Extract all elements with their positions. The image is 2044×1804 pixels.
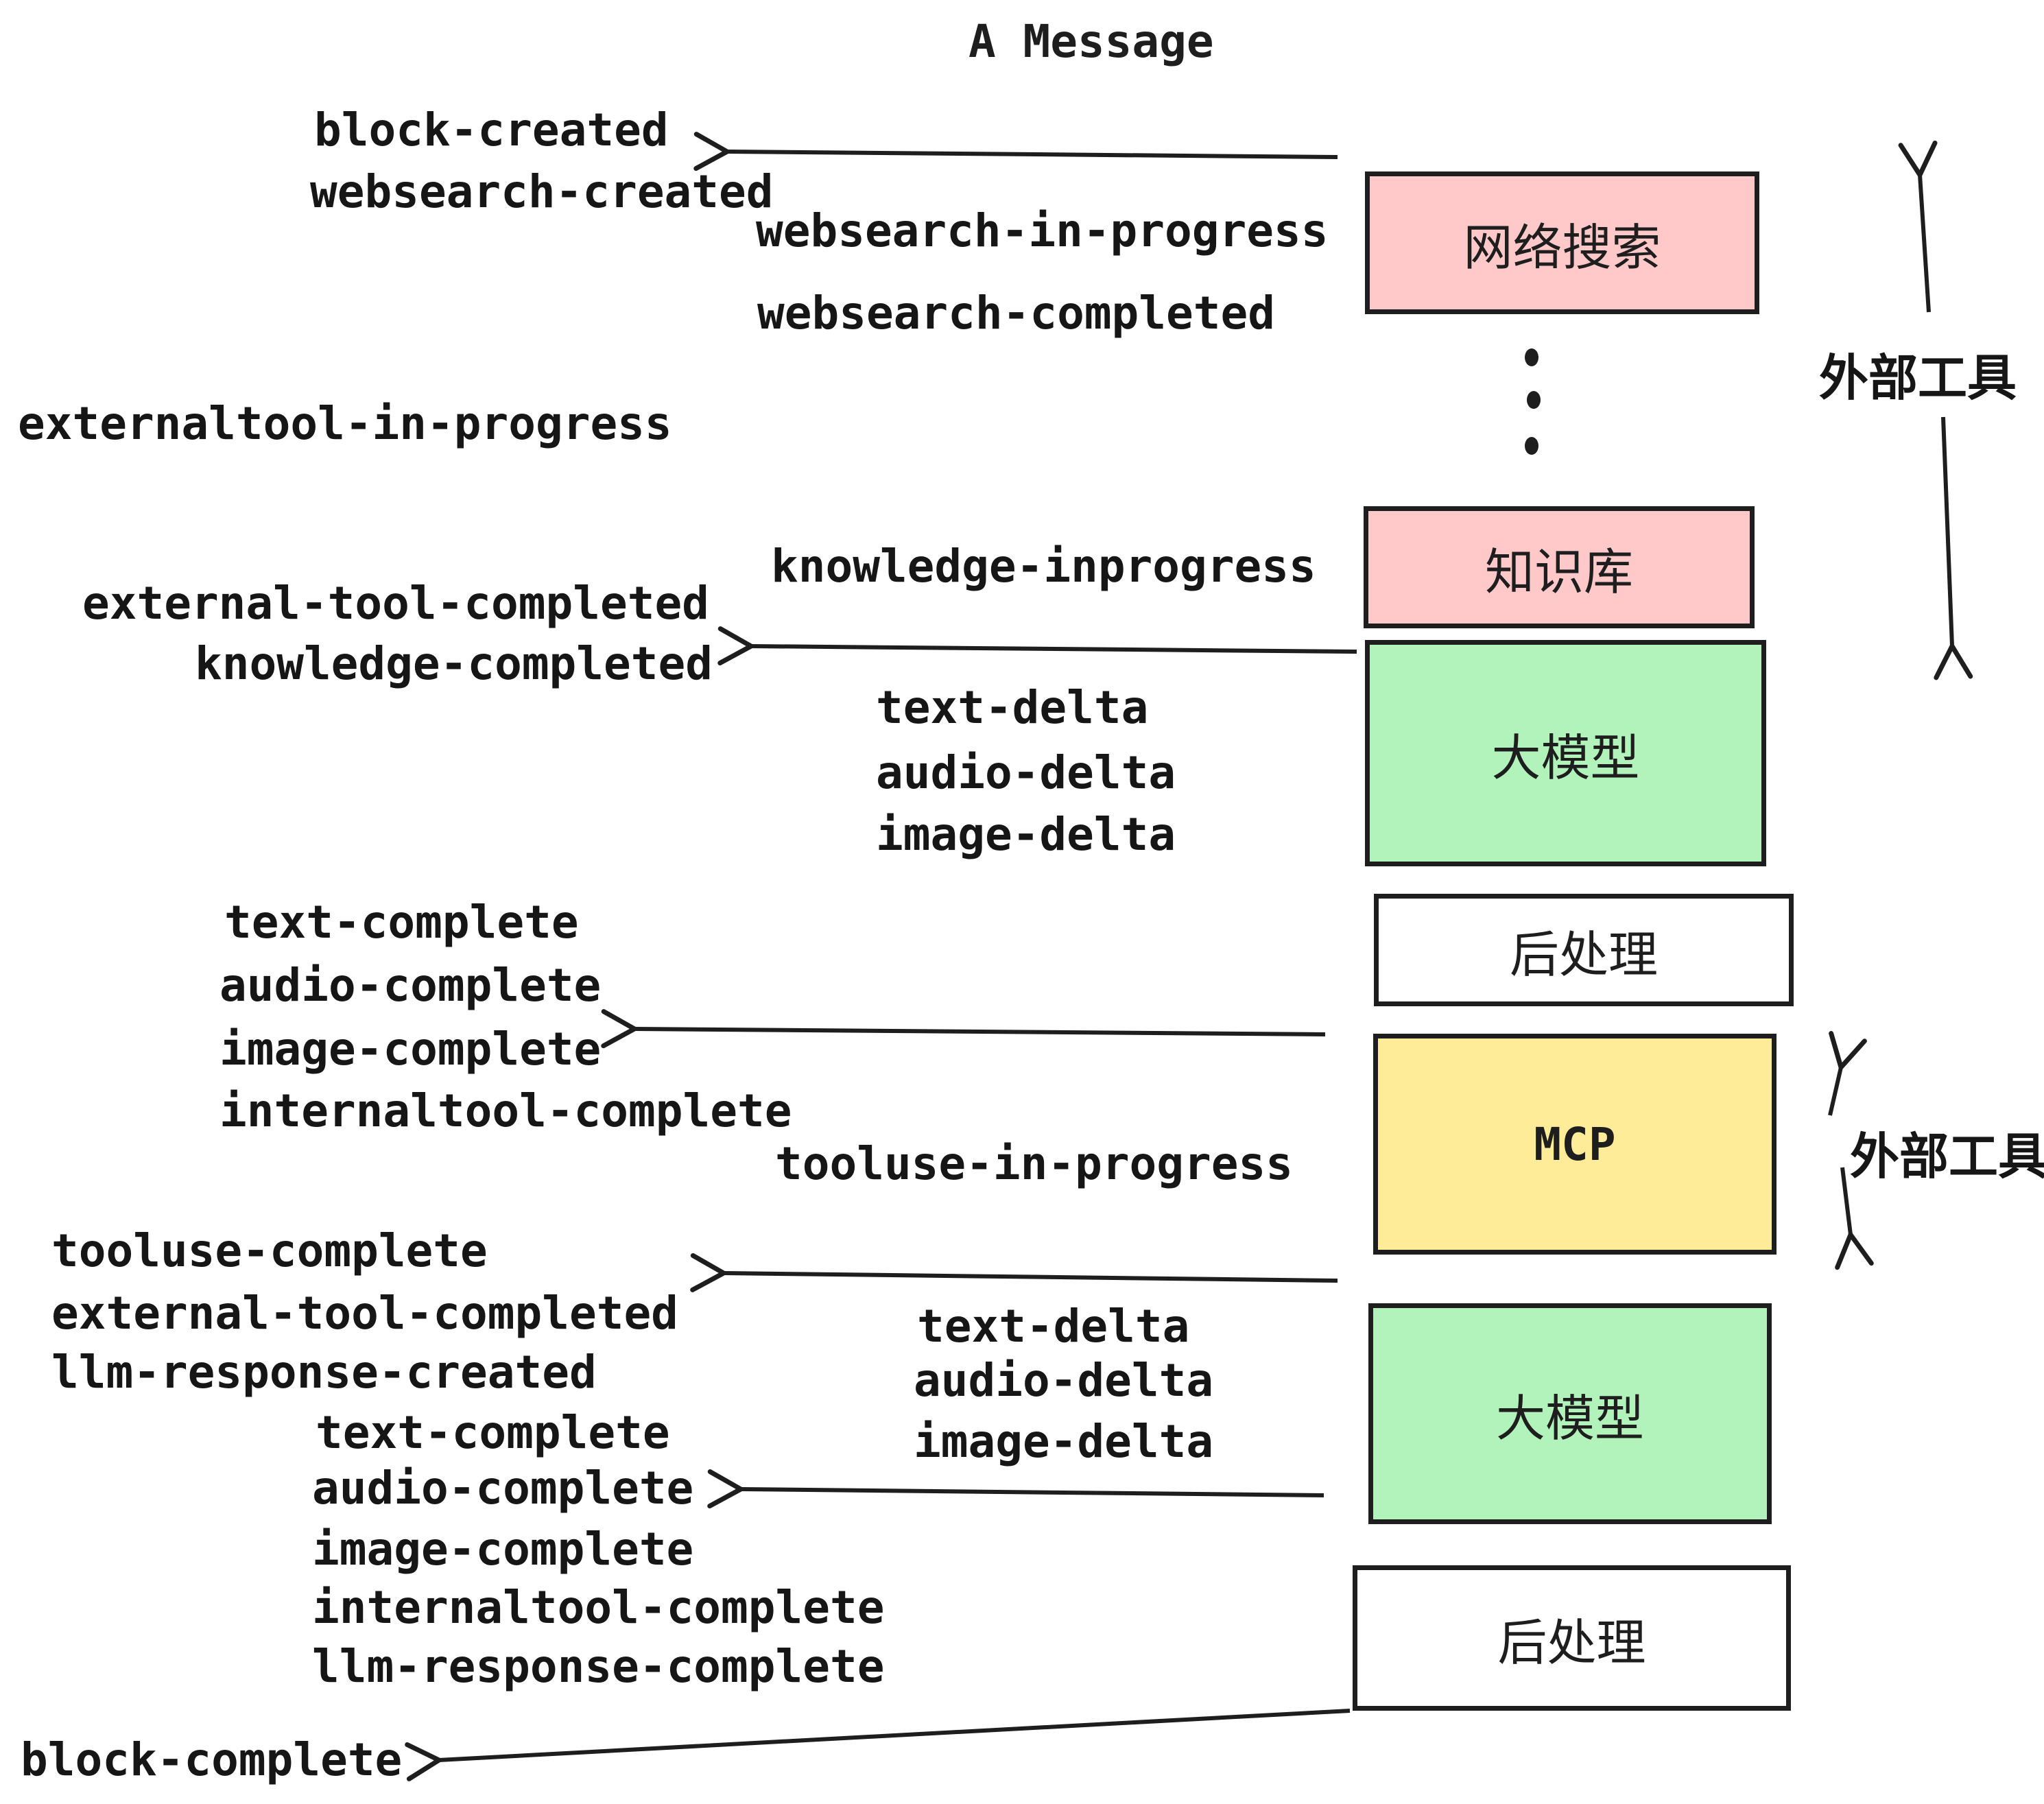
box-mcp: MCP bbox=[1373, 1034, 1776, 1255]
event-tooluse-in-progress: tooluse-in-progress bbox=[775, 1137, 1293, 1190]
event-image-complete-2: image-complete bbox=[312, 1523, 694, 1576]
event-websearch-in-progress: websearch-in-progress bbox=[756, 204, 1329, 257]
event-external-tool-completed-1: external-tool-completed bbox=[82, 577, 709, 630]
box-websearch: 网络搜索 bbox=[1365, 171, 1759, 314]
ellipsis-dot bbox=[1525, 437, 1538, 455]
box-mcp-label: MCP bbox=[1534, 1117, 1616, 1171]
event-knowledge-inprogress: knowledge-inprogress bbox=[771, 540, 1316, 593]
box-post-1: 后处理 bbox=[1374, 894, 1794, 1006]
event-websearch-completed: websearch-completed bbox=[757, 287, 1275, 340]
arrow-down-external-tools-top bbox=[1934, 416, 1973, 680]
box-knowledge-label: 知识库 bbox=[1484, 543, 1633, 601]
annotation-external-tools-top: 外部工具 bbox=[1819, 349, 2017, 407]
arrow-block-complete bbox=[405, 1709, 1351, 1781]
event-internaltool-complete-2: internaltool-complete bbox=[312, 1581, 885, 1634]
event-internaltool-complete-1: internaltool-complete bbox=[219, 1084, 792, 1137]
ellipsis-dot bbox=[1527, 391, 1541, 409]
event-text-delta-2: text-delta bbox=[917, 1300, 1190, 1353]
event-block-complete: block-complete bbox=[21, 1733, 403, 1786]
box-llm-2: 大模型 bbox=[1368, 1303, 1772, 1524]
box-llm-2-label: 大模型 bbox=[1495, 1389, 1644, 1447]
event-text-delta-1: text-delta bbox=[876, 681, 1149, 734]
event-block-created: block-created bbox=[314, 104, 669, 156]
event-text-complete-2: text-complete bbox=[316, 1406, 670, 1459]
arrow-internal-complete-1 bbox=[601, 1009, 1326, 1049]
arrow-llm-response-complete bbox=[707, 1469, 1324, 1509]
event-image-delta-1: image-delta bbox=[876, 808, 1176, 861]
event-knowledge-completed: knowledge-completed bbox=[195, 637, 713, 690]
box-llm-1-label: 大模型 bbox=[1491, 728, 1640, 787]
box-llm-1: 大模型 bbox=[1365, 640, 1766, 866]
event-external-tool-completed-2: external-tool-completed bbox=[51, 1287, 678, 1340]
event-llm-response-created: llm-response-created bbox=[51, 1346, 597, 1399]
event-websearch-created: websearch-created bbox=[310, 165, 774, 218]
annotation-external-tools-mcp: 外部工具 bbox=[1850, 1128, 2044, 1185]
event-audio-complete-2: audio-complete bbox=[312, 1462, 694, 1515]
event-image-complete-1: image-complete bbox=[219, 1023, 602, 1076]
box-post-2-label: 后处理 bbox=[1497, 1613, 1646, 1672]
arrow-knowledge-completed bbox=[717, 626, 1357, 666]
event-audio-delta-1: audio-delta bbox=[876, 746, 1176, 799]
event-image-delta-2: image-delta bbox=[914, 1415, 1214, 1468]
arrow-tooluse-complete bbox=[690, 1253, 1338, 1292]
event-audio-delta-2: audio-delta bbox=[914, 1354, 1214, 1407]
box-websearch-label: 网络搜索 bbox=[1463, 218, 1661, 276]
event-tooluse-complete: tooluse-complete bbox=[51, 1224, 488, 1277]
event-audio-complete-1: audio-complete bbox=[219, 959, 602, 1012]
arrow-up-external-tools-mcp bbox=[1828, 1031, 1867, 1116]
event-text-complete-1: text-complete bbox=[224, 896, 579, 949]
arrow-up-external-tools-top bbox=[1898, 140, 1938, 313]
box-post-1-label: 后处理 bbox=[1509, 925, 1658, 984]
arrow-websearch-created bbox=[693, 132, 1338, 171]
ellipsis-dot bbox=[1525, 348, 1538, 366]
diagram-title: A Message bbox=[968, 15, 1214, 68]
event-llm-response-complete: llm-response-complete bbox=[312, 1640, 885, 1693]
event-externaltool-in-progress: externaltool-in-progress bbox=[18, 397, 672, 450]
box-post-2: 后处理 bbox=[1353, 1565, 1791, 1711]
box-knowledge: 知识库 bbox=[1364, 506, 1755, 628]
